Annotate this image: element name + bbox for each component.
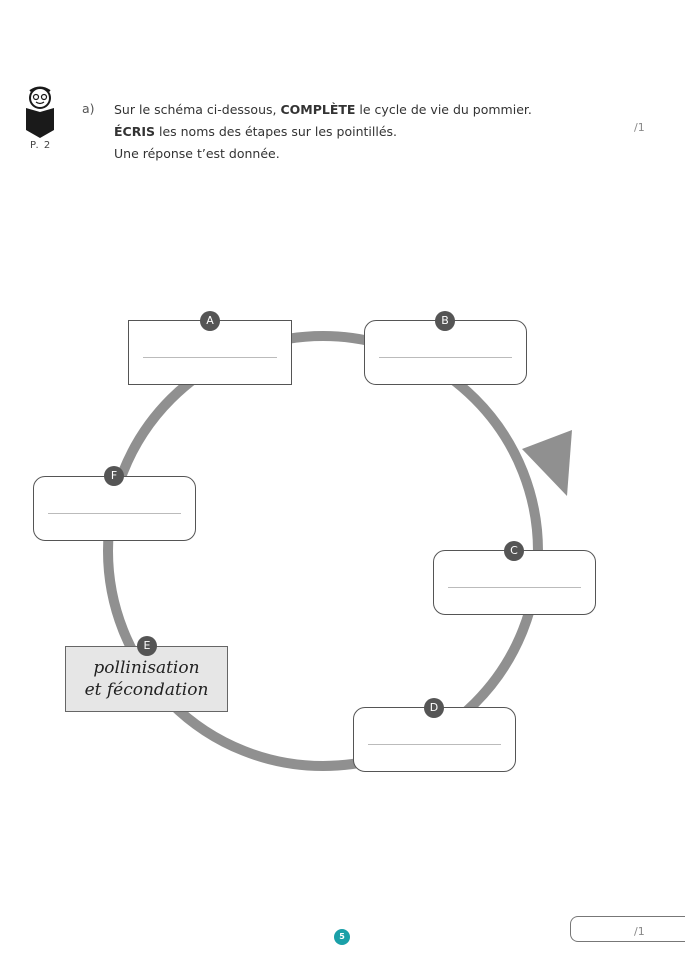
answer-line-a[interactable] — [143, 357, 277, 358]
instructions: Sur le schéma ci-dessous, COMPLÈTE le cy… — [114, 99, 532, 165]
answer-line-b[interactable] — [379, 357, 512, 358]
instruction-line-2: ÉCRIS les noms des étapes sur les pointi… — [114, 124, 397, 139]
stage-a-badge: A — [200, 311, 220, 331]
reader-mascot-icon — [26, 86, 54, 138]
stage-f-box — [33, 476, 196, 541]
stage-c-badge: C — [504, 541, 524, 561]
score-bottom: /1 — [634, 925, 645, 938]
stage-e-box: pollinisation et fécondation — [65, 646, 228, 712]
answer-line-f[interactable] — [48, 513, 181, 514]
given-answer-line-2: et fécondation — [84, 680, 209, 700]
instruction-line-3: Une réponse t’est donnée. — [114, 146, 280, 161]
stage-f-badge: F — [104, 466, 124, 486]
page-number: 5 — [334, 929, 350, 945]
page-reference: P. 2 — [30, 140, 52, 151]
stage-b-badge: B — [435, 311, 455, 331]
answer-line-d[interactable] — [368, 744, 501, 745]
question-letter: a) — [82, 101, 95, 116]
given-answer: pollinisation et fécondation — [66, 657, 227, 701]
instruction-line-1: Sur le schéma ci-dessous, COMPLÈTE le cy… — [114, 102, 532, 117]
given-answer-line-1: pollinisation — [93, 658, 200, 678]
score-top: /1 — [634, 121, 645, 134]
stage-e-badge: E — [137, 636, 157, 656]
score-box — [570, 916, 685, 942]
arrow-head-icon — [522, 430, 572, 496]
stage-d-badge: D — [424, 698, 444, 718]
answer-line-c[interactable] — [448, 587, 581, 588]
